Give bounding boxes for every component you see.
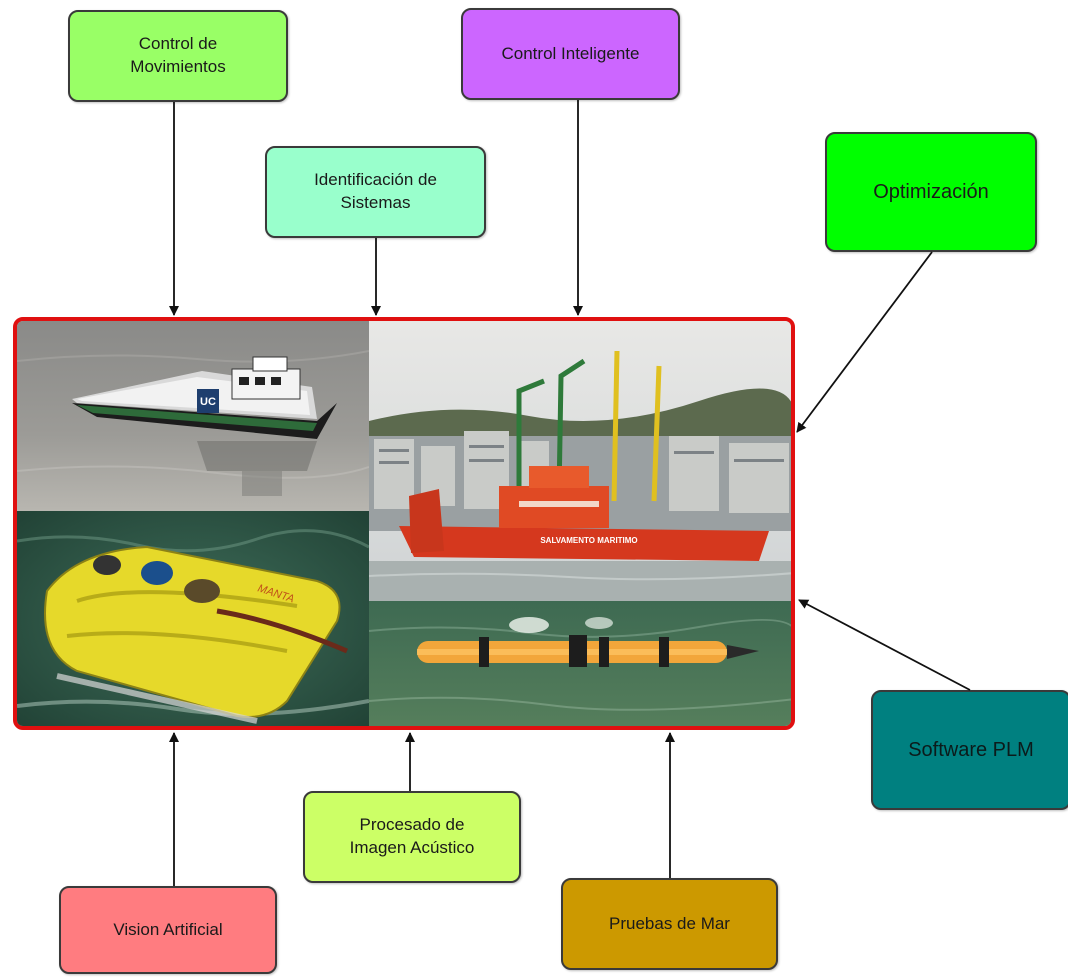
control-movimientos-node: Control de Movimientos bbox=[68, 10, 288, 102]
pruebas-mar-node: Pruebas de Mar bbox=[561, 878, 778, 970]
procesado-imagen-node: Procesado de Imagen Acústico bbox=[303, 791, 521, 883]
vision-artificial-node: Vision Artificial bbox=[59, 886, 277, 974]
photo-collage-frame: UC MANTA bbox=[13, 317, 795, 730]
model-ship-badge: UC bbox=[200, 396, 216, 408]
arrow-software-plm bbox=[798, 599, 971, 691]
arrow-optimizacion bbox=[796, 251, 933, 433]
model-ship-photo: UC bbox=[17, 321, 369, 511]
control-inteligente-label: Control Inteligente bbox=[501, 43, 640, 63]
procesado-imagen-label: Procesado de Imagen Acústico bbox=[349, 815, 475, 857]
software-plm-node: Software PLM bbox=[871, 690, 1068, 810]
identificacion-sistemas-node: Identificación de Sistemas bbox=[265, 146, 486, 238]
optimizacion-node: Optimización bbox=[825, 132, 1037, 252]
harbour-ship-photo: SALVAMENTO MARITIMO bbox=[369, 321, 791, 601]
control-inteligente-node: Control Inteligente bbox=[461, 8, 680, 100]
software-plm-label: Software PLM bbox=[908, 738, 1034, 761]
optimizacion-label: Optimización bbox=[873, 180, 989, 203]
auv-photo bbox=[369, 601, 791, 726]
rov-photo: MANTA bbox=[17, 511, 369, 726]
vision-artificial-label: Vision Artificial bbox=[113, 919, 223, 939]
rescue-ship-name: SALVAMENTO MARITIMO bbox=[540, 536, 637, 545]
identificacion-sistemas-label: Identificación de Sistemas bbox=[314, 170, 437, 212]
pruebas-mar-label: Pruebas de Mar bbox=[609, 913, 730, 933]
control-movimientos-label: Control de Movimientos bbox=[130, 34, 226, 76]
